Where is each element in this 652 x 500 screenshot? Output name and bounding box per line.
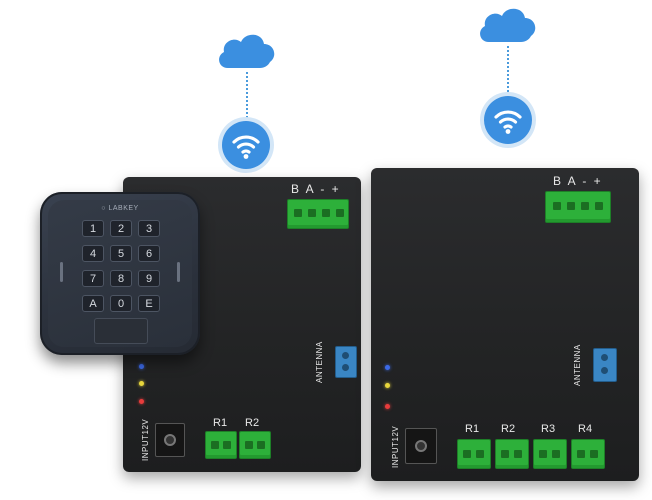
bus-label: B A - +	[553, 174, 603, 188]
key-0[interactable]: 0	[110, 295, 132, 312]
power-input-label: INPUT12V	[141, 418, 150, 461]
key-4[interactable]: 4	[82, 245, 104, 262]
card-reader-window	[94, 318, 148, 344]
relay-terminal	[205, 431, 237, 459]
key-e[interactable]: E	[138, 295, 160, 312]
relay-terminal	[571, 439, 605, 469]
terminal-pin	[342, 364, 349, 371]
keypad-face: ○ LABKEY 1 2 3 4 5 6 7 8 9 A 0 E	[48, 200, 192, 347]
bus-label: B A - +	[291, 182, 341, 196]
terminal-pin	[601, 354, 608, 361]
connection-line	[507, 46, 509, 92]
relay-terminal	[457, 439, 491, 469]
status-led-yellow	[139, 381, 144, 386]
key-7[interactable]: 7	[82, 270, 104, 287]
terminal-pin	[257, 441, 265, 449]
antenna-terminal	[335, 346, 357, 378]
status-led-red	[139, 399, 144, 404]
terminal-pin	[342, 352, 349, 359]
relay-label: R1	[465, 423, 480, 435]
key-8[interactable]: 8	[110, 270, 132, 287]
key-9[interactable]: 9	[138, 270, 160, 287]
antenna-terminal	[593, 348, 617, 382]
status-led-yellow	[385, 383, 390, 388]
relay-terminal	[533, 439, 567, 469]
terminal-pin	[553, 202, 561, 210]
bus-terminal	[287, 199, 349, 229]
terminal-pin	[595, 202, 603, 210]
status-led-blue	[385, 365, 390, 370]
terminal-pin	[223, 441, 231, 449]
terminal-pin	[539, 450, 547, 458]
relay-label: R2	[501, 423, 516, 435]
terminal-pin	[308, 209, 316, 217]
wifi-icon	[232, 135, 260, 159]
power-jack	[155, 423, 185, 457]
terminal-pin	[463, 450, 471, 458]
key-3[interactable]: 3	[138, 220, 160, 237]
status-led-red	[385, 404, 390, 409]
controller-board-right: B A - + ANTENNA INPUT12V R1 R2 R3 R4	[371, 168, 639, 481]
antenna-label: ANTENNA	[315, 341, 324, 383]
status-led-blue	[139, 364, 144, 369]
terminal-pin	[501, 450, 509, 458]
terminal-pin	[567, 202, 575, 210]
key-1[interactable]: 1	[82, 220, 104, 237]
relay-terminal	[495, 439, 529, 469]
relay-terminal	[239, 431, 271, 459]
terminal-pin	[245, 441, 253, 449]
terminal-pin	[601, 367, 608, 374]
terminal-pin	[294, 209, 302, 217]
relay-label: R4	[578, 423, 593, 435]
terminal-pin	[581, 202, 589, 210]
cloud-icon	[219, 34, 275, 68]
power-input-label: INPUT12V	[391, 425, 400, 468]
terminal-pin	[211, 441, 219, 449]
cloud-icon	[480, 8, 536, 42]
antenna-label: ANTENNA	[573, 344, 582, 386]
terminal-pin	[322, 209, 330, 217]
relay-label: R3	[541, 423, 556, 435]
terminal-pin	[514, 450, 522, 458]
brand-text: LABKEY	[108, 205, 139, 212]
wifi-badge	[484, 96, 532, 144]
key-5[interactable]: 5	[110, 245, 132, 262]
brand-label: ○ LABKEY	[101, 205, 139, 212]
terminal-pin	[552, 450, 560, 458]
power-jack	[405, 428, 437, 464]
relay-label: R1	[213, 417, 228, 429]
wifi-icon	[494, 110, 522, 134]
terminal-pin	[336, 209, 344, 217]
key-a[interactable]: A	[82, 295, 104, 312]
key-2[interactable]: 2	[110, 220, 132, 237]
key-6[interactable]: 6	[138, 245, 160, 262]
terminal-pin	[590, 450, 598, 458]
wifi-badge	[222, 121, 270, 169]
indicator-slot	[177, 262, 180, 282]
keypad-reader: ○ LABKEY 1 2 3 4 5 6 7 8 9 A 0 E	[40, 192, 200, 355]
terminal-pin	[476, 450, 484, 458]
indicator-slot	[60, 262, 63, 282]
terminal-pin	[577, 450, 585, 458]
relay-label: R2	[245, 417, 260, 429]
connection-line	[246, 72, 248, 118]
bus-terminal	[545, 191, 611, 223]
